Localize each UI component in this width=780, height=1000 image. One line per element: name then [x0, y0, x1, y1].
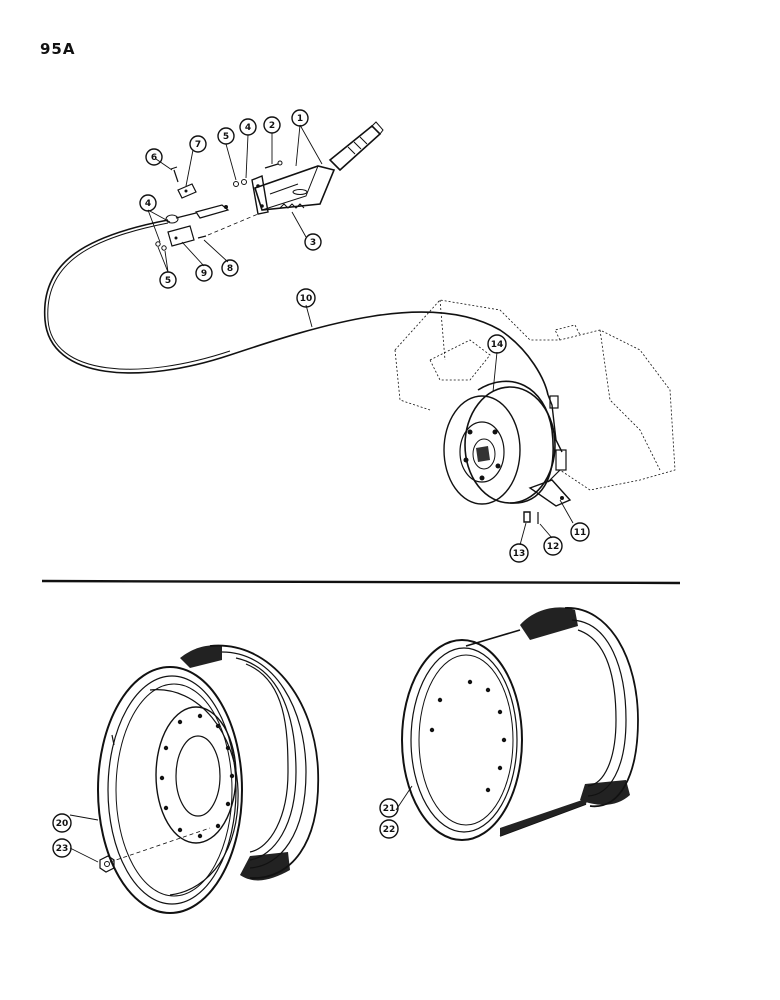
- callout-11: 11: [570, 522, 590, 542]
- callout-5a: 5: [217, 127, 235, 145]
- svg-text:22: 22: [383, 825, 396, 835]
- wheel-rim-right: [401, 607, 639, 841]
- callout-4a: 4: [239, 118, 257, 136]
- callout-4b: 4: [139, 194, 157, 212]
- callout-14: 14: [487, 334, 507, 354]
- callout-8: 8: [221, 259, 239, 277]
- callout-12: 12: [543, 536, 563, 556]
- svg-text:4: 4: [145, 199, 151, 209]
- wheel-nut: [99, 855, 115, 873]
- svg-text:7: 7: [195, 140, 201, 150]
- svg-text:4: 4: [245, 123, 251, 133]
- callout-7: 7: [189, 135, 207, 153]
- brake-lever-assembly: [155, 121, 384, 251]
- callout-3: 3: [304, 233, 322, 251]
- callout-13: 13: [509, 543, 529, 563]
- callout-5b: 5: [159, 271, 177, 289]
- svg-text:1: 1: [297, 114, 303, 124]
- brake-arm: [528, 479, 572, 507]
- callout-2: 2: [263, 116, 281, 134]
- callout-9: 9: [195, 264, 213, 282]
- svg-text:20: 20: [56, 819, 69, 829]
- svg-text:9: 9: [201, 269, 207, 279]
- callout-21: 21: [379, 798, 399, 818]
- svg-text:21: 21: [383, 804, 396, 814]
- svg-text:5: 5: [223, 132, 229, 142]
- brake-drum: [443, 380, 556, 505]
- page-title: 95A: [40, 40, 76, 58]
- svg-text:6: 6: [151, 153, 157, 163]
- axle-housing: [394, 299, 676, 491]
- callout-10: 10: [296, 288, 316, 308]
- callout-20: 20: [52, 813, 72, 833]
- callout-23: 23: [52, 838, 72, 858]
- leader-lines: [69, 124, 574, 863]
- brake-cable: [43, 219, 549, 396]
- svg-text:12: 12: [547, 542, 560, 552]
- svg-text:2: 2: [269, 121, 275, 131]
- svg-text:14: 14: [491, 340, 504, 350]
- callout-1: 1: [291, 109, 309, 127]
- section-divider: [41, 579, 681, 585]
- svg-text:13: 13: [513, 549, 526, 559]
- wheel-rim-left: [97, 644, 320, 914]
- svg-text:5: 5: [165, 276, 171, 286]
- svg-text:3: 3: [310, 238, 316, 248]
- svg-text:10: 10: [300, 294, 313, 304]
- svg-text:23: 23: [56, 844, 69, 854]
- callout-6: 6: [145, 148, 163, 166]
- svg-text:11: 11: [574, 528, 587, 538]
- svg-text:8: 8: [227, 264, 233, 274]
- callout-22: 22: [379, 819, 399, 839]
